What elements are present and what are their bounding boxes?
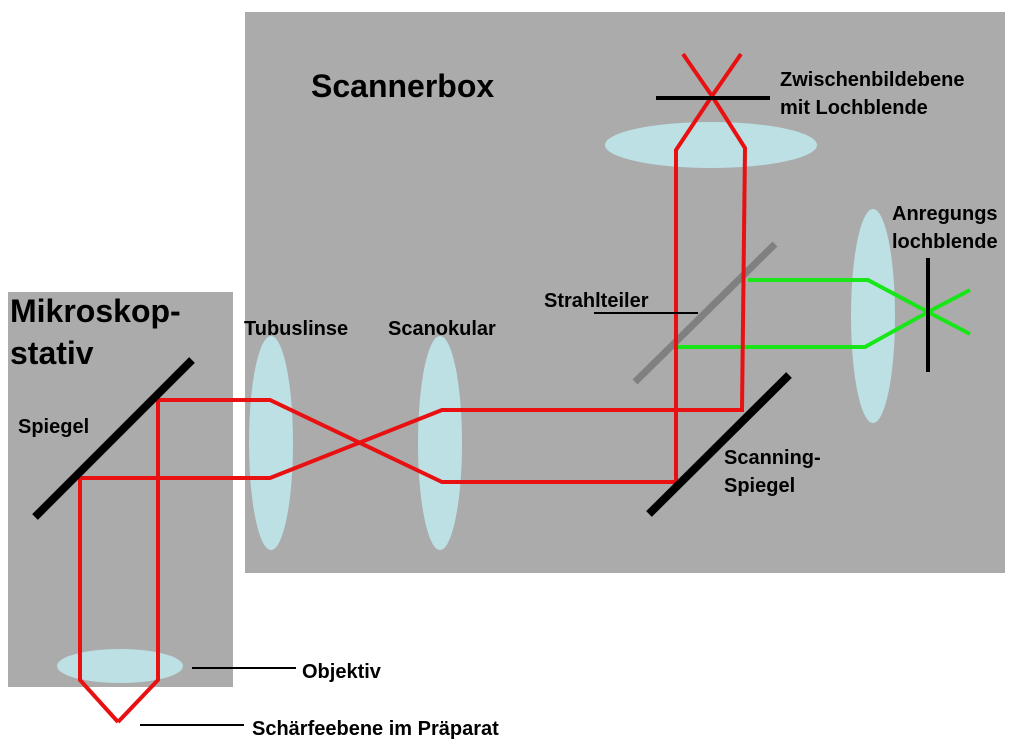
excitation-lens <box>851 209 895 423</box>
excitation-pinhole-label-line1: Anregungs <box>892 203 998 225</box>
scanning-mirror <box>646 372 792 517</box>
intermediate-plane-label-line1: Zwischenbildebene <box>780 69 964 91</box>
beam-splitter-label: Strahlteiler <box>544 290 649 312</box>
intermediate-plane-label-line2: mit Lochblende <box>780 97 928 119</box>
detection-beam-left-ray <box>78 52 748 724</box>
mirror-label: Spiegel <box>18 416 89 438</box>
pinhole-lens <box>605 122 817 168</box>
beam-splitter <box>632 241 778 385</box>
microscope-stand-label-line1: Mikroskop- <box>10 293 181 329</box>
microscope-stand-label-line2: stativ <box>10 335 94 371</box>
deflection-mirror <box>32 357 195 520</box>
excitation-beam-lower <box>678 309 971 349</box>
detection-beam-right-ray <box>116 52 715 724</box>
excitation-pinhole-label-line2: lochblende <box>892 231 998 253</box>
tube-lens <box>249 336 293 550</box>
scan-eyepiece-label: Scanokular <box>388 318 496 340</box>
objective-lens <box>57 649 183 683</box>
scanning-mirror-label-line2: Spiegel <box>724 475 795 497</box>
excitation-beam-upper <box>748 278 971 315</box>
objective-label: Objektiv <box>302 661 382 683</box>
scan-eyepiece-lens <box>418 336 462 550</box>
tube-lens-label: Tubuslinse <box>244 318 348 340</box>
scannerbox-title: Scannerbox <box>311 68 494 104</box>
focal-plane-label: Schärfeebene im Präparat <box>252 718 499 740</box>
microscope-stand-housing <box>8 292 233 687</box>
scanning-mirror-label-line1: Scanning- <box>724 447 821 469</box>
